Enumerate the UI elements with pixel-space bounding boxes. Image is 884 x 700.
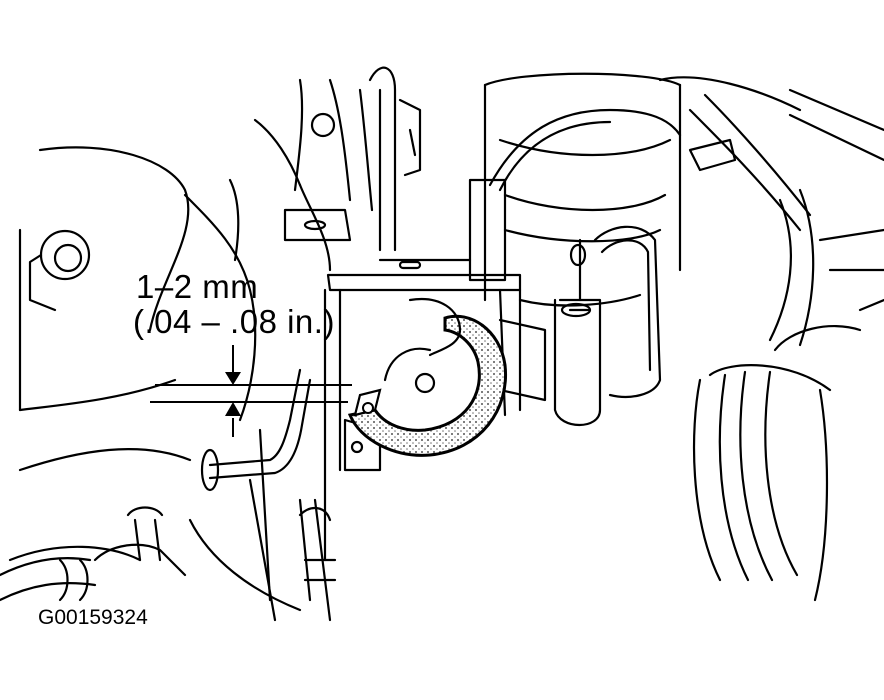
gap-spec-imperial: (.04 – .08 in.) <box>133 303 335 340</box>
gap-spec-metric: 1–2 mm <box>136 268 259 305</box>
upper-right-hoses <box>658 76 884 347</box>
engine-mount-boss <box>28 229 91 312</box>
gap-arrow-up-icon <box>225 402 241 416</box>
gap-arrow-down-icon <box>225 372 241 385</box>
crankshaft-pulley <box>692 298 884 602</box>
sensor-connector <box>468 108 682 426</box>
lower-wiring <box>200 368 337 622</box>
lower-hose <box>0 506 187 602</box>
engine-block-outline <box>8 118 332 612</box>
gap-dimension-lines <box>150 345 352 437</box>
sensor-bracket <box>283 208 522 562</box>
crankshaft-position-sensor <box>383 297 462 394</box>
vacuum-lines <box>293 66 422 252</box>
timing-plate <box>347 314 508 457</box>
figure-id: G00159324 <box>38 606 148 629</box>
